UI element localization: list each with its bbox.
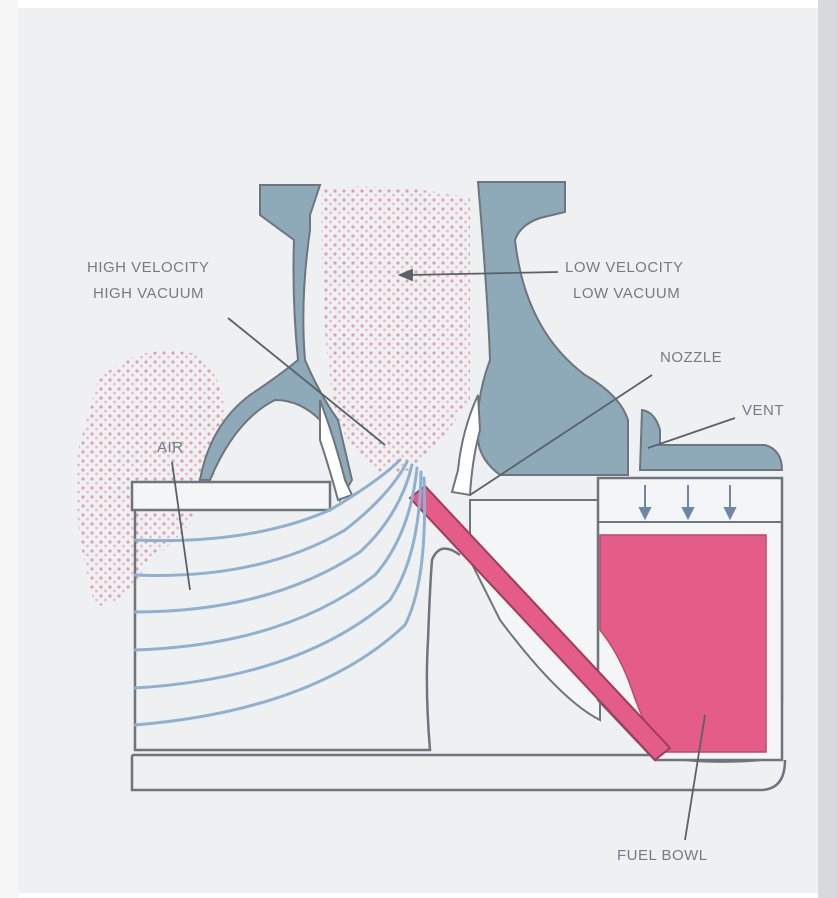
vent-label: VENT [742,402,784,419]
high-vacuum-label: HIGH VACUUM [93,285,204,302]
high-velocity-label: HIGH VELOCITY [87,259,209,276]
carburetor-base-outline [132,482,330,510]
left-margin-strip [0,0,18,898]
low-velocity-label: LOW VELOCITY [565,259,684,276]
right-shadow-edge [818,0,837,898]
fuel-bowl-label: FUEL BOWL [617,847,708,864]
low-vacuum-label: LOW VACUUM [573,285,680,302]
air-label: AIR [157,439,184,456]
nozzle-label: NOZZLE [660,349,722,366]
venturi-mist-cloud [322,186,470,472]
